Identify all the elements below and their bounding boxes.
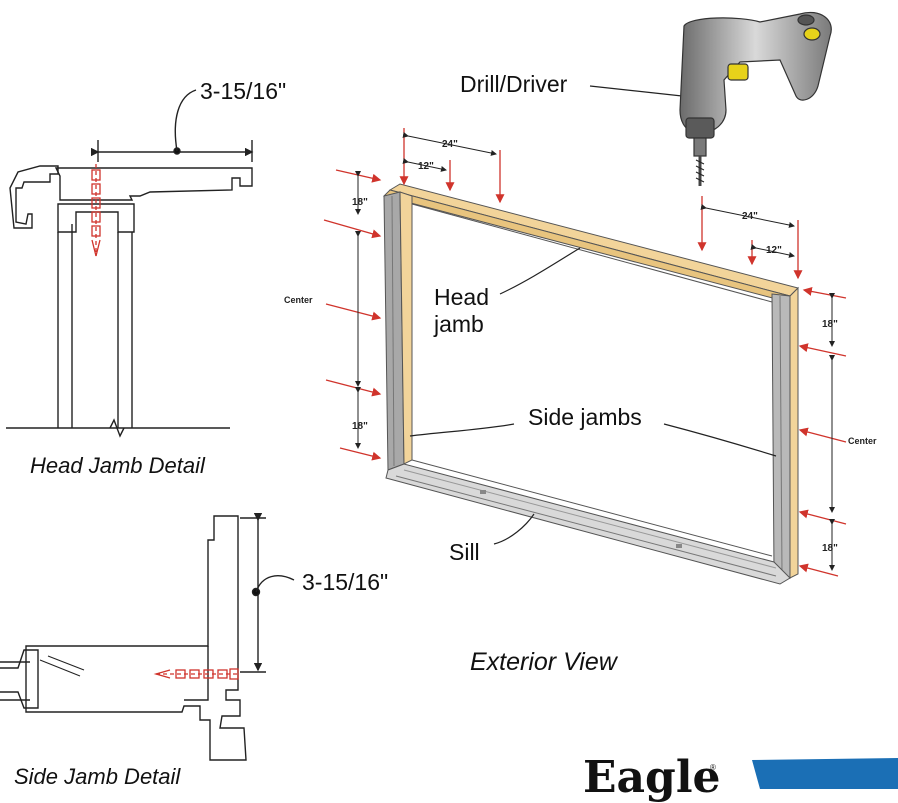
label-leaders <box>409 85 777 545</box>
brand-logo: Eagle <box>583 752 721 803</box>
drill-label: Drill/Driver <box>460 71 568 97</box>
dim-left-18-bottom: 18" <box>352 421 368 432</box>
side-jambs-label: Side jambs <box>528 404 642 430</box>
exterior-view-caption: Exterior View <box>470 648 617 676</box>
eagle-logo-mark <box>752 758 898 789</box>
side-detail-screw <box>153 668 240 680</box>
head-jamb-detail-drawing <box>6 89 254 438</box>
side-jamb-detail-caption: Side Jamb Detail <box>14 764 181 789</box>
fastener-arrows <box>323 128 847 577</box>
dim-left-center: Center <box>284 295 313 305</box>
dimension-lines <box>355 132 835 571</box>
side-jamb-detail-drawing <box>0 513 295 761</box>
dim-top-12: 12" <box>418 161 434 172</box>
side-dim-label: 3-15/16" <box>302 569 389 595</box>
drill-driver-icon <box>679 11 832 186</box>
head-jamb-label: Head jamb <box>434 284 489 337</box>
sill-label: Sill <box>449 539 480 565</box>
head-dim-label: 3-15/16" <box>200 78 287 104</box>
head-detail-screw <box>91 164 101 257</box>
dim-right-12: 12" <box>766 245 782 256</box>
window-frame <box>383 183 799 585</box>
dim-right-18-bottom: 18" <box>822 543 838 554</box>
dim-right-24: 24" <box>742 211 758 222</box>
dim-right-18-top: 18" <box>822 319 838 330</box>
dim-left-18-top: 18" <box>352 197 368 208</box>
brand-registered-mark: ® <box>710 763 716 772</box>
head-jamb-detail-caption: Head Jamb Detail <box>30 453 205 478</box>
dim-top-24: 24" <box>442 139 458 150</box>
dim-right-center: Center <box>848 436 877 446</box>
